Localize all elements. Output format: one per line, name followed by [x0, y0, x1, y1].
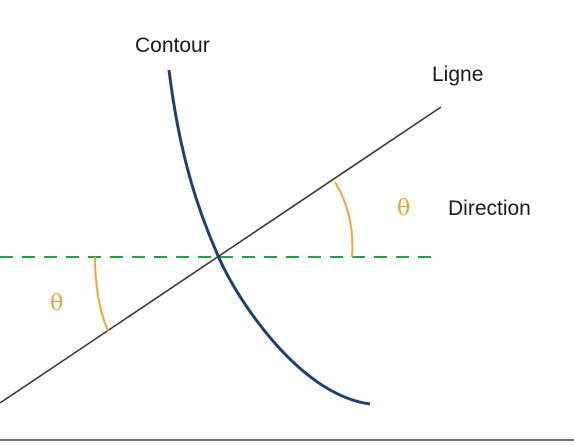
direction-label: Direction — [448, 197, 531, 220]
angle-arc-left — [94, 256, 109, 332]
contour-curve — [167, 69, 371, 406]
ligne-label: Ligne — [432, 63, 483, 86]
theta-left-label: θ — [50, 291, 63, 316]
contour-label: Contour — [135, 34, 210, 57]
ligne-line — [0, 106, 442, 404]
theta-right-label: θ — [397, 196, 410, 221]
angle-arc-right — [334, 181, 354, 258]
